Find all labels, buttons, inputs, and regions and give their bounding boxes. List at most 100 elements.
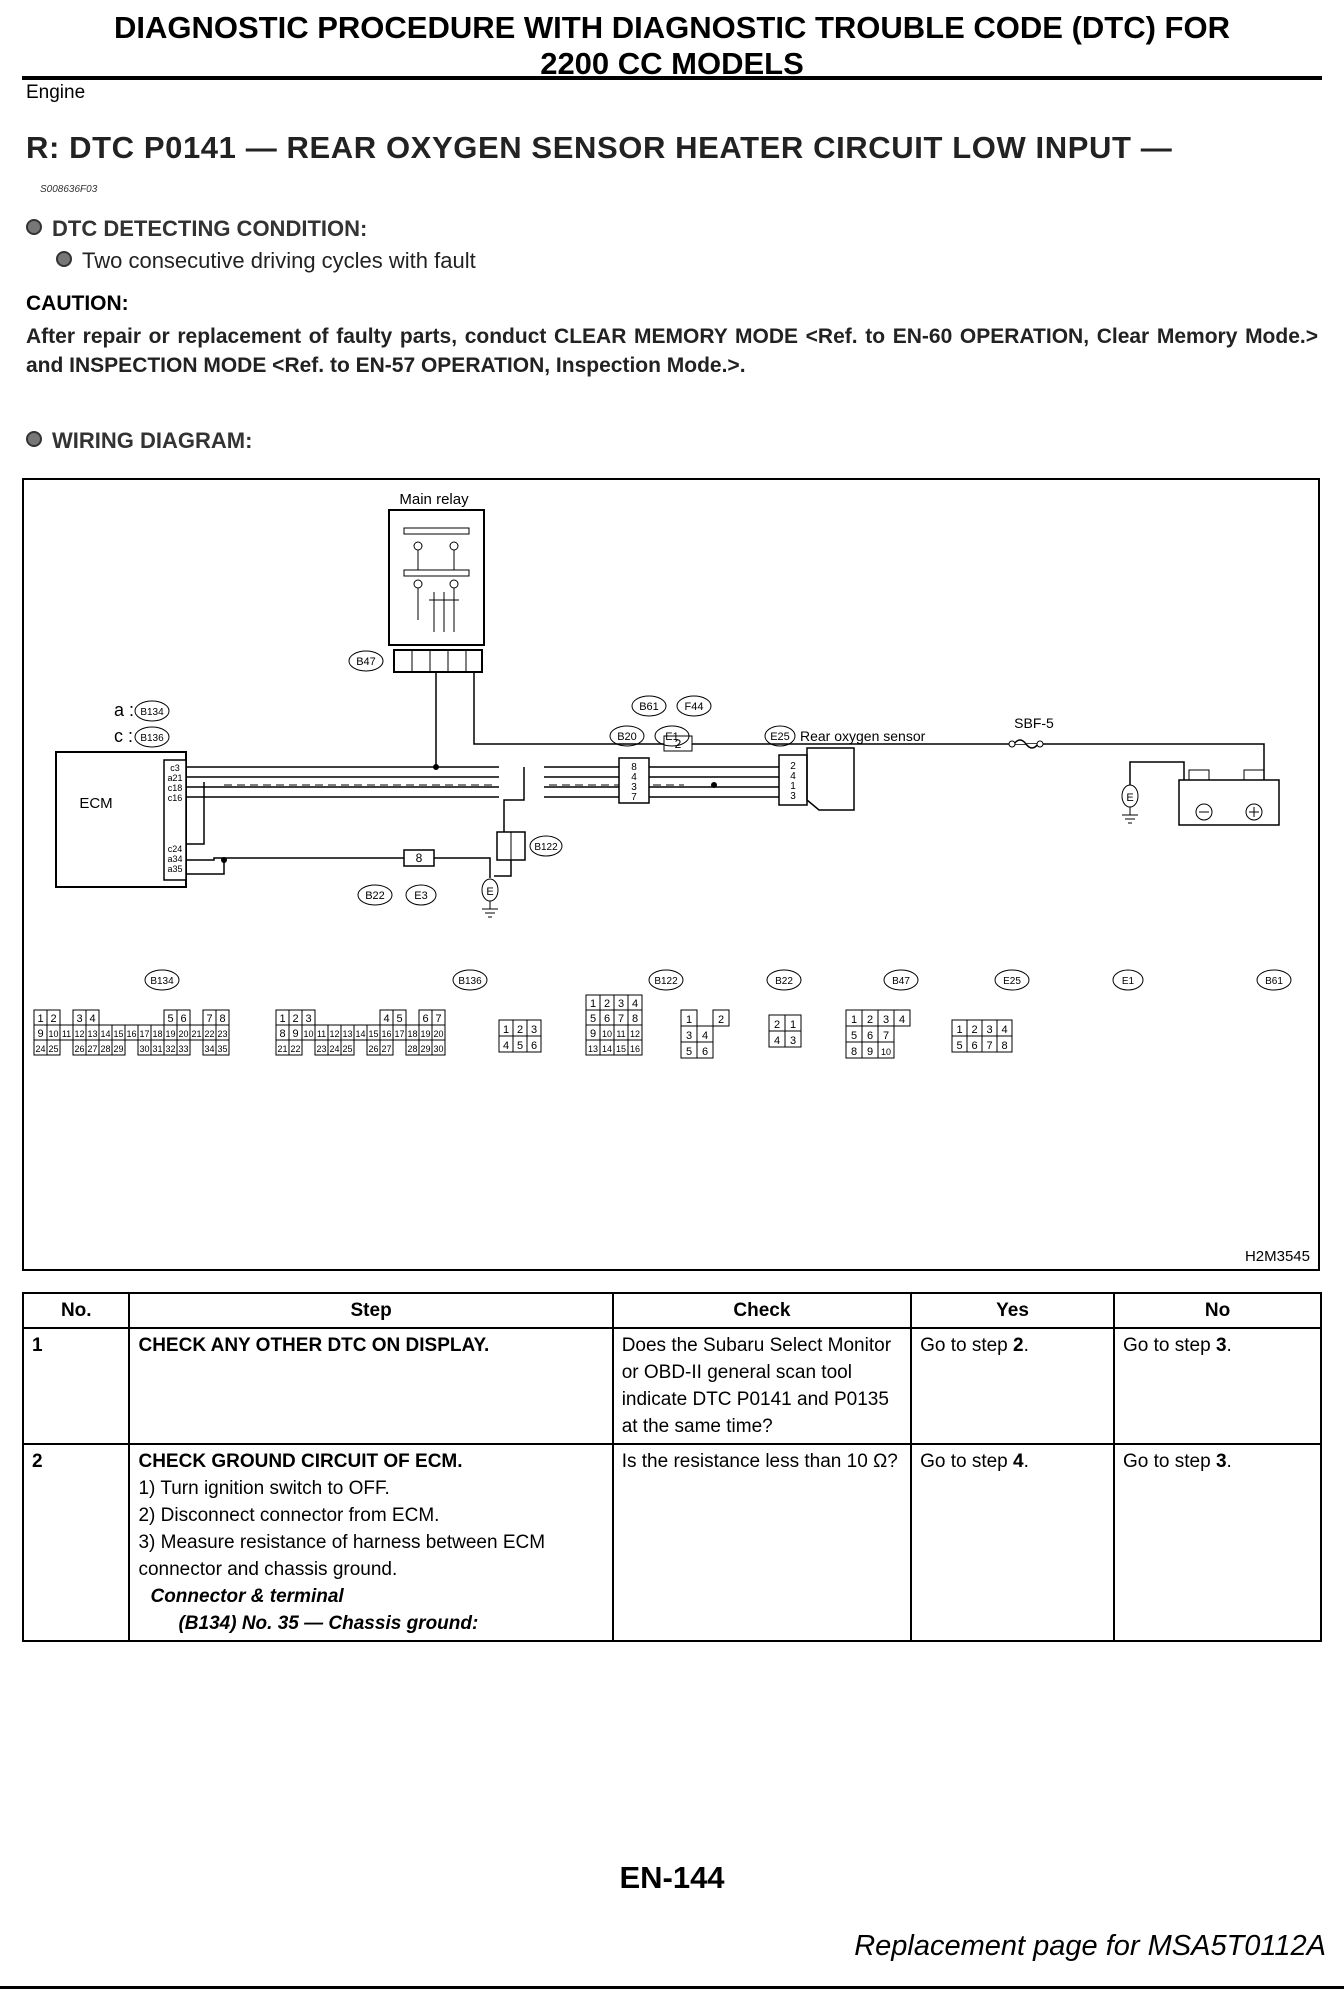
pin-cell (877, 1041, 895, 1059)
conn-tag-b134: B134 (150, 976, 174, 987)
no-suffix: . (1226, 1451, 1232, 1472)
pin-number: 2 (774, 1019, 780, 1031)
pin-number: 35 (217, 1044, 227, 1054)
pin-number: 1 (279, 1013, 285, 1025)
pin-number: 17 (139, 1029, 149, 1039)
tag-b136: B136 (140, 733, 164, 744)
pin-number: 24 (329, 1044, 339, 1054)
wiring-heading-text: WIRING DIAGRAM: (52, 428, 253, 453)
header-check: Check (611, 1292, 913, 1329)
pin-number: 5 (590, 1013, 596, 1025)
pin-number: 4 (503, 1040, 509, 1052)
b47-connector (393, 649, 483, 673)
step-title: CHECK ANY OTHER DTC ON DISPLAY. (138, 1335, 490, 1356)
no-step-link: 3 (1215, 1335, 1227, 1356)
yes-suffix: . (1023, 1451, 1029, 1472)
wiring-heading: WIRING DIAGRAM: (26, 428, 252, 454)
header-rule (22, 76, 1322, 80)
pin-number: 22 (290, 1044, 300, 1054)
pin-number: 4 (89, 1013, 95, 1025)
pin-number: 23 (316, 1044, 326, 1054)
pin-number: 14 (355, 1029, 365, 1039)
pin-number: 9 (37, 1028, 43, 1040)
yes-suffix: . (1023, 1335, 1029, 1356)
pin-number: 5 (396, 1013, 402, 1025)
pin-number: 7 (206, 1013, 212, 1025)
pin-number: 4 (899, 1014, 905, 1026)
pin-number: 32 (165, 1044, 175, 1054)
no-text: Go to step (1123, 1451, 1216, 1472)
ecm-pin: c16 (168, 793, 183, 803)
yes-text: Go to step (920, 1335, 1014, 1356)
pin-cell (431, 1039, 446, 1056)
pin-number: 4 (1001, 1024, 1007, 1036)
pin-number: 21 (277, 1044, 287, 1054)
ground-e-2: E (486, 886, 493, 898)
document-code: S008636F03 (40, 184, 98, 195)
document-title: DIAGNOSTIC PROCEDURE WITH DIAGNOSTIC TRO… (26, 10, 1318, 82)
b20-pin: 4 (631, 772, 637, 783)
pin-number: 8 (632, 1013, 638, 1025)
pin-number: 10 (48, 1029, 58, 1039)
pin-number: 5 (686, 1046, 692, 1058)
pin-number: 3 (986, 1024, 992, 1036)
bullet-icon (56, 251, 72, 267)
no-cell: Go to step 3. (1113, 1443, 1322, 1642)
ecm-pin: c18 (168, 783, 183, 793)
pin-number: 1 (37, 1013, 43, 1025)
ground-e-1: E (1126, 792, 1133, 804)
pin-number: 6 (702, 1046, 708, 1058)
title-line-1: DIAGNOSTIC PROCEDURE WITH DIAGNOSTIC TRO… (114, 10, 1230, 45)
conn-tag-e25: E25 (1003, 976, 1021, 987)
pin-cell (288, 1039, 303, 1056)
pin-number: 29 (113, 1044, 123, 1054)
diagram-code: H2M3545 (1244, 1248, 1310, 1265)
pin-number: 24 (35, 1044, 45, 1054)
footer-rule (0, 1986, 1344, 1989)
yes-step-link: 2 (1013, 1335, 1024, 1356)
step-number: 2 (21, 1443, 131, 1642)
pin-number: 27 (87, 1044, 97, 1054)
bullet-icon (26, 219, 42, 235)
pin-number: 33 (178, 1044, 188, 1054)
pin-number: 12 (630, 1029, 640, 1039)
pin-number: 6 (867, 1030, 873, 1042)
pin-cell (526, 1035, 542, 1053)
pin-number: 20 (433, 1029, 443, 1039)
pin-number: 17 (394, 1029, 404, 1039)
pin-number: 5 (956, 1040, 962, 1052)
pin-cell (215, 1039, 230, 1056)
pin-number: 11 (616, 1029, 625, 1039)
pin-number: 10 (881, 1047, 891, 1057)
pin-number: 7 (435, 1013, 441, 1025)
table-row: 1 CHECK ANY OTHER DTC ON DISPLAY. Does t… (21, 1327, 1322, 1445)
pin-number: 29 (420, 1044, 430, 1054)
pin-number: 3 (883, 1014, 889, 1026)
tag-b22: B22 (365, 890, 385, 902)
pin-cell (111, 1039, 126, 1056)
pin-number: 26 (74, 1044, 84, 1054)
pin-number: 15 (113, 1029, 123, 1039)
pin-number: 7 (883, 1030, 889, 1042)
check-cell: Does the Subaru Select Monitor or OBD-II… (611, 1327, 913, 1445)
pin-number: 19 (420, 1029, 430, 1039)
no-suffix: . (1226, 1335, 1232, 1356)
pin-number: 8 (1001, 1040, 1007, 1052)
tag-b20: B20 (617, 731, 637, 743)
tag-b61: B61 (639, 701, 659, 713)
b20-pin: 3 (631, 782, 637, 793)
pin-number: 2 (604, 998, 610, 1010)
no-cell: Go to step 3. (1113, 1327, 1322, 1445)
pin-number: 6 (531, 1040, 537, 1052)
pin-number: 2 (718, 1014, 724, 1026)
step-instruction: 3) Measure resistance of harness between… (138, 1532, 546, 1580)
pin-number: 14 (100, 1029, 110, 1039)
step-title: CHECK GROUND CIRCUIT OF ECM. (138, 1451, 463, 1472)
no-step-link: 3 (1215, 1451, 1227, 1472)
header-no: No. (21, 1292, 131, 1329)
ecm-pin: a35 (167, 864, 182, 874)
pin-number: 1 (956, 1024, 962, 1036)
pin-number: 6 (971, 1040, 977, 1052)
caution-heading: CAUTION: (26, 292, 129, 315)
